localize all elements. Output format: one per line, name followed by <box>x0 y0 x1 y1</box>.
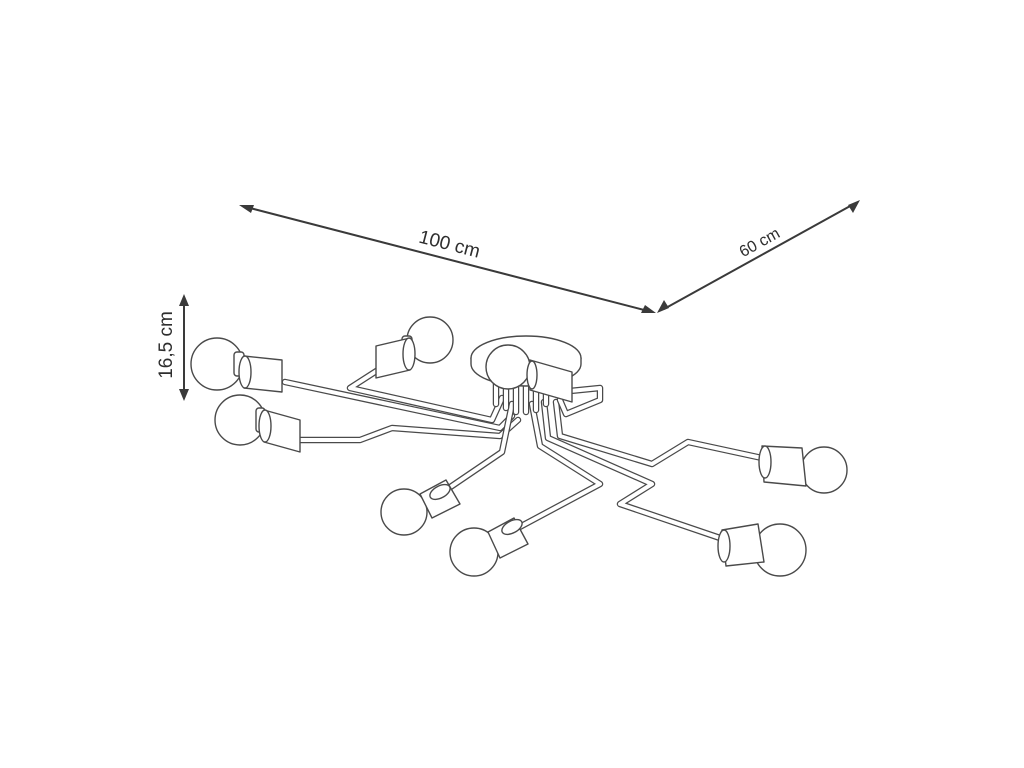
bulb-front-left <box>380 479 461 536</box>
bulb-front-center <box>449 517 529 577</box>
bulb-right <box>758 445 848 494</box>
height-dimension: 16,5 cm <box>156 294 189 401</box>
height-dimension-label: 16,5 cm <box>156 311 177 379</box>
depth-dimension: 60 cm <box>657 200 860 313</box>
bulb-left-upper <box>190 337 283 393</box>
bulb-back-center <box>485 344 573 403</box>
arm-front-left <box>442 400 516 494</box>
arm-back-left <box>346 366 506 424</box>
width-dimension: 100 cm <box>239 205 656 313</box>
arm-back-right <box>556 384 604 418</box>
arm-front-right <box>540 398 724 542</box>
bulb-back-left <box>375 316 454 379</box>
bulb-front-right <box>717 523 807 577</box>
arm-left-upper <box>281 378 516 432</box>
lamp-arms <box>281 362 766 542</box>
bulb-left-lower <box>214 394 301 453</box>
arm-right <box>552 398 766 468</box>
width-dimension-label: 100 cm <box>417 227 483 263</box>
arm-front-center <box>510 400 604 534</box>
